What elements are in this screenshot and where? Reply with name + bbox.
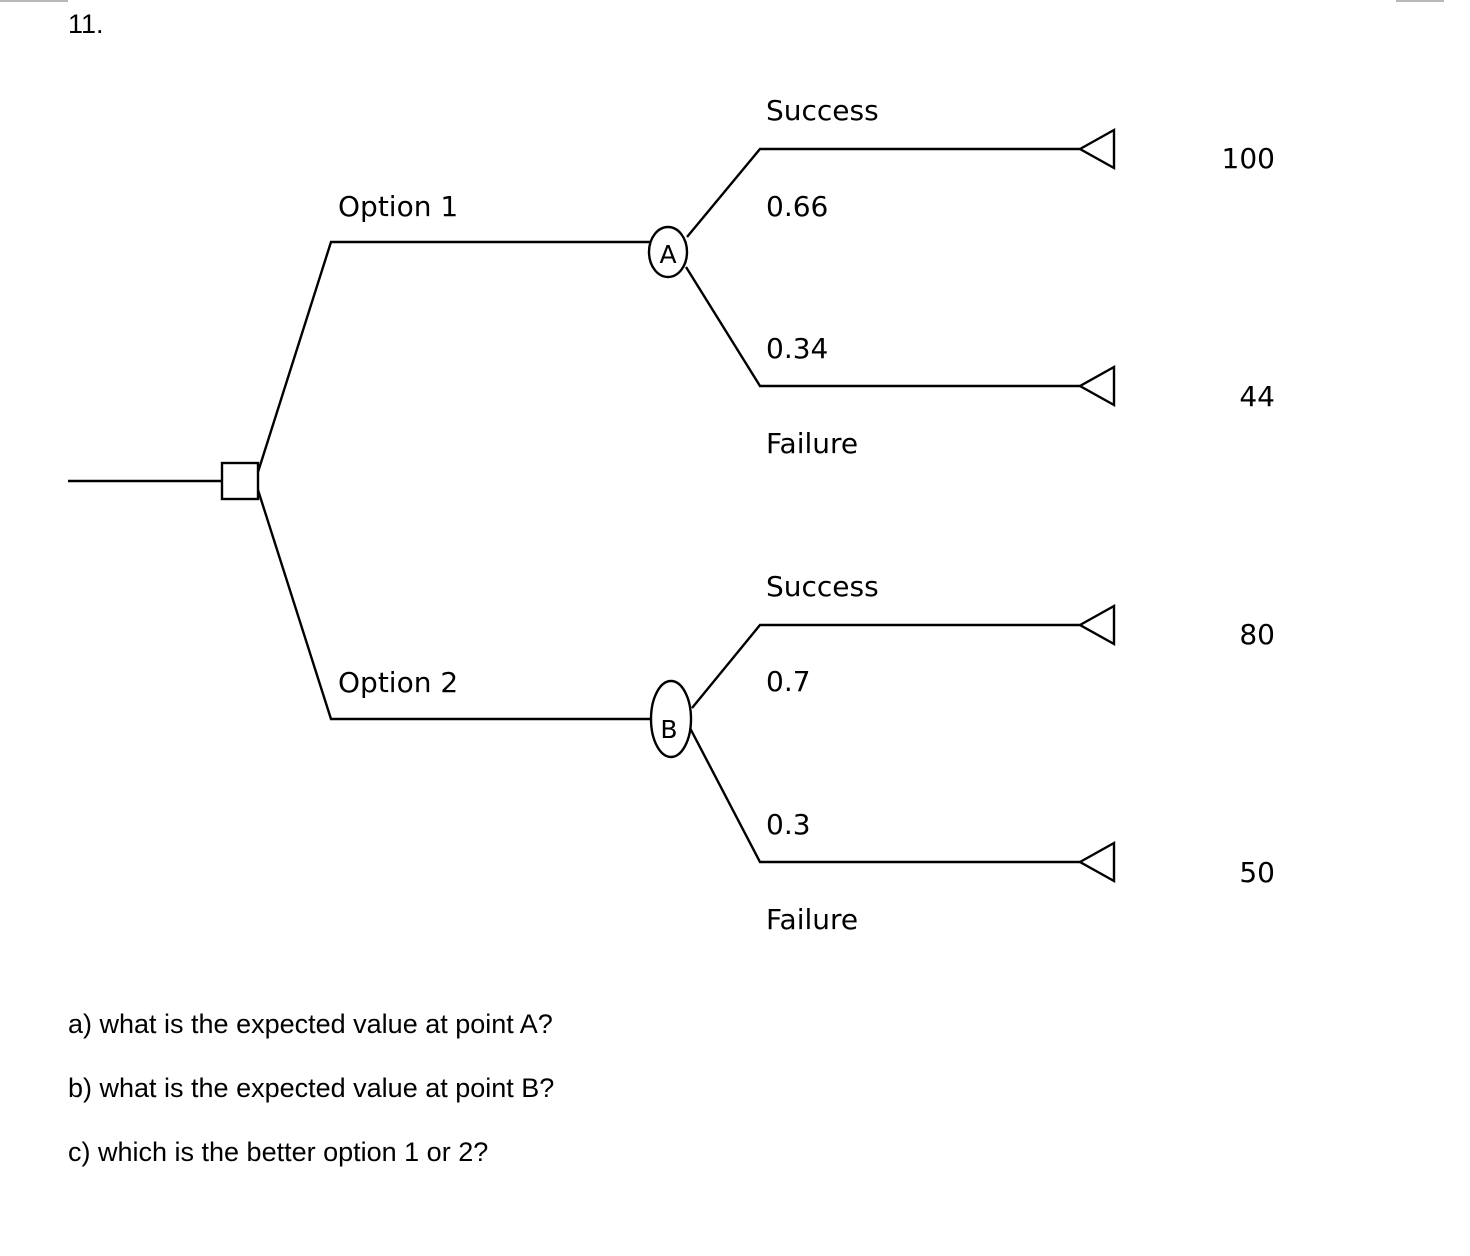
payoff-3: 80: [1239, 618, 1275, 651]
payoff-4: 50: [1239, 856, 1275, 889]
problem-number: 11.: [68, 9, 104, 39]
option-2-success-label: Success: [766, 570, 879, 603]
payoff-1: 100: [1222, 142, 1275, 175]
decision-tree-diagram: Option 1 A Success 0.66 100 0.34 Failure…: [68, 94, 1275, 936]
option-2-failure-branch: [688, 727, 1080, 864]
question-a: a) what is the expected value at point A…: [68, 1009, 553, 1039]
option-1-failure-label: Failure: [766, 427, 858, 460]
terminal-triangle-4: [1077, 840, 1116, 884]
top-right-rule: [1396, 0, 1444, 2]
option-1-success-branch: [686, 147, 1080, 238]
option-2-failure-label: Failure: [766, 903, 858, 936]
terminal-triangle-2: [1077, 364, 1116, 408]
chance-node-a: [647, 225, 689, 279]
chance-node-b-letter: B: [660, 715, 677, 744]
top-left-rule: [0, 0, 68, 2]
question-list: a) what is the expected value at point A…: [68, 1004, 554, 1196]
question-b: b) what is the expected value at point B…: [68, 1073, 555, 1103]
option-2-success-probability: 0.7: [766, 665, 811, 698]
option-1-success-probability: 0.66: [766, 190, 828, 223]
option-2-failure-probability: 0.3: [766, 808, 811, 841]
option-2-label: Option 2: [338, 666, 458, 699]
option-1-success-label: Success: [766, 94, 879, 127]
question-c: c) which is the better option 1 or 2?: [68, 1137, 489, 1167]
terminal-triangle-3: [1077, 603, 1116, 647]
option-2-success-branch: [691, 623, 1080, 709]
option-1-branch: [256, 240, 655, 473]
chance-node-b: [649, 679, 693, 759]
payoff-2: 44: [1239, 380, 1275, 413]
terminal-triangle-1: [1077, 127, 1116, 171]
option-1-failure-probability: 0.34: [766, 332, 828, 365]
decision-node-square: [220, 461, 260, 501]
option-1-failure-branch: [684, 266, 1080, 388]
option-1-label: Option 1: [338, 190, 458, 223]
option-2-branch: [256, 489, 653, 721]
chance-node-a-letter: A: [659, 240, 676, 269]
